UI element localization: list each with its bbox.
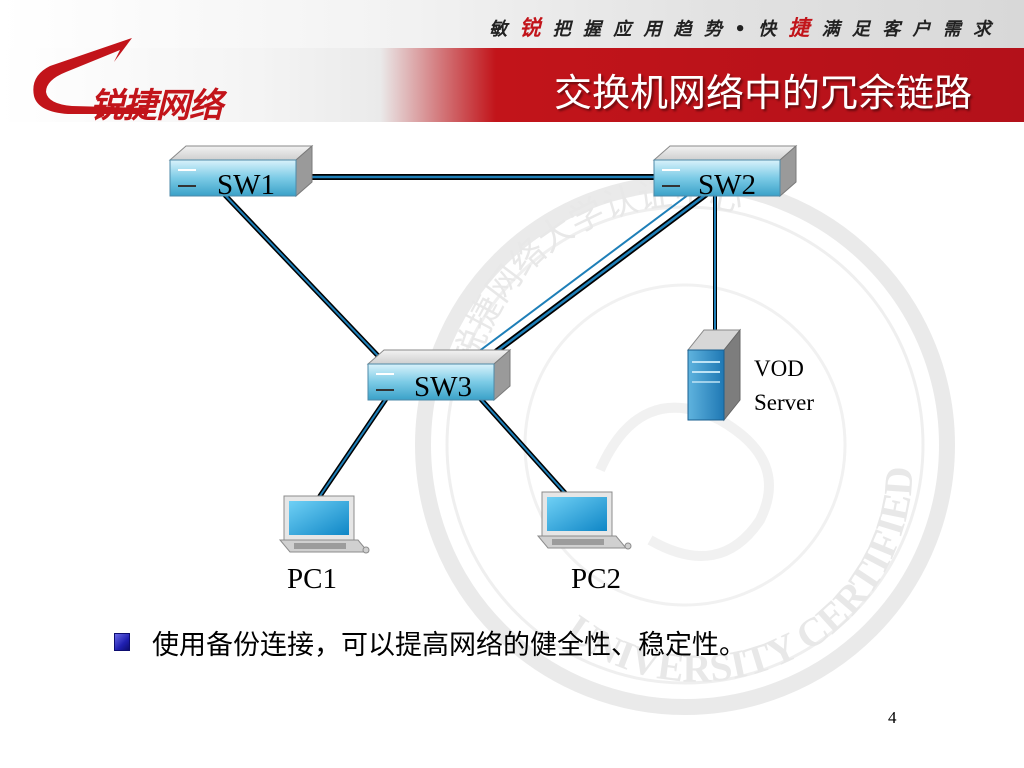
server-label-line2: Server — [754, 390, 814, 415]
slogan-part-3: 把 握 应 用 趋 势 • 快 — [552, 19, 780, 40]
bullet-point: 使用备份连接，可以提高网络的健全性、稳定性。 — [114, 622, 746, 662]
sw2-label: SW2 — [698, 169, 756, 201]
links — [219, 174, 717, 499]
page-number: 4 — [888, 708, 897, 727]
company-slogan: 敏 锐 把 握 应 用 趋 势 • 快 捷 满 足 客 户 需 求 — [489, 12, 994, 42]
slide-header: 敏 锐 把 握 应 用 趋 势 • 快 捷 满 足 客 户 需 求 锐捷网络 交… — [0, 0, 1024, 122]
slogan-part-5: 满 足 客 户 需 求 — [821, 19, 994, 40]
sw3-label: SW3 — [414, 371, 472, 403]
title-banner — [380, 48, 1024, 122]
slogan-part-4: 捷 — [788, 16, 813, 40]
logo-text: 锐捷网络 — [90, 86, 223, 122]
switch-icon: SW3 — [366, 348, 512, 403]
header-top-band — [0, 0, 1024, 48]
server-label-line1: VOD — [754, 356, 804, 381]
server-icon: VOD Server — [686, 328, 814, 422]
computer-icon: PC2 — [536, 491, 632, 595]
switch-icon: SW2 — [652, 144, 798, 201]
slogan-part-1: 敏 — [489, 19, 511, 40]
ruijie-logo-icon — [33, 38, 148, 114]
certification-watermark: 锐捷网络大学认证中心 UNIVERSITY CERTIFIED — [415, 174, 977, 765]
computer-icon: PC1 — [278, 495, 370, 595]
bullet-text: 使用备份连接，可以提高网络的健全性、稳定性。 — [152, 629, 746, 661]
slogan-part-2: 锐 — [519, 16, 544, 40]
pc2-label: PC2 — [571, 563, 621, 595]
slide-title: 交换机网络中的冗余链路 — [553, 71, 972, 115]
bullet-square-icon — [114, 633, 130, 651]
sw1-label: SW1 — [217, 169, 275, 201]
pc1-label: PC1 — [287, 563, 337, 595]
switch-icon: SW1 — [168, 144, 314, 201]
